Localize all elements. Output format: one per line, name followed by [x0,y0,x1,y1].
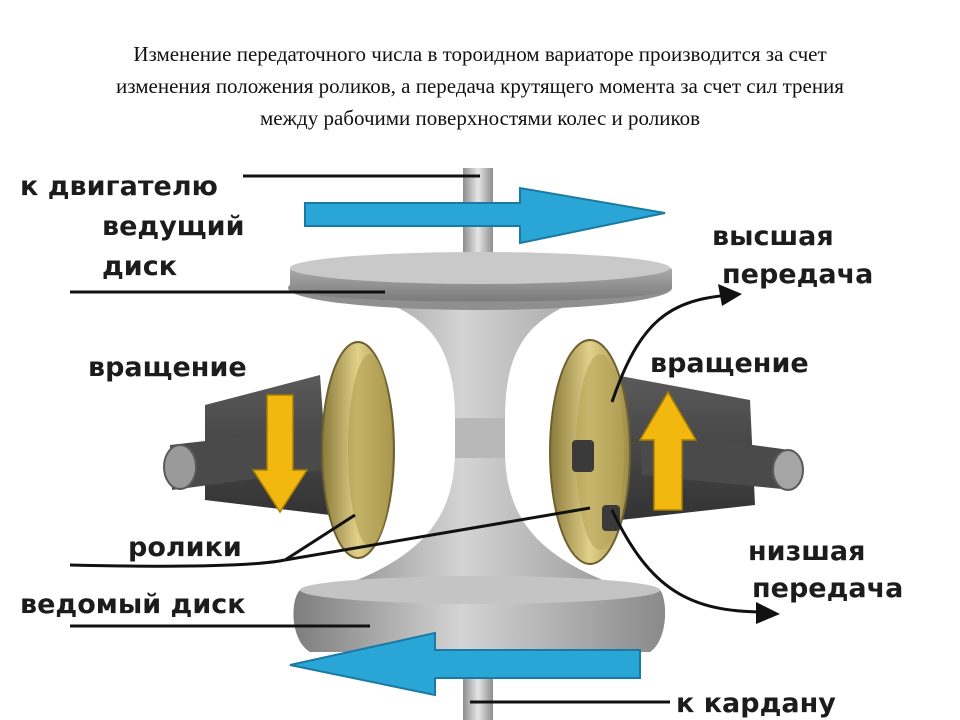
label-lower-gear-line1: низшая [748,536,866,567]
label-to-engine: к двигателю [20,171,218,202]
leader-rollers-left [284,513,356,562]
caption-line-1: Изменение передаточного числа в тороидно… [133,42,827,66]
right-bracket [615,375,804,520]
right-roller [549,339,631,565]
label-rollers: ролики [128,532,242,563]
left-bracket [163,375,330,515]
driven-disk [293,576,666,652]
label-driving-disk-line1: ведущий [102,211,245,242]
caption: Изменение передаточного числа в тороидно… [0,38,960,134]
leader-rollers-right [284,506,591,562]
input-flow-arrow [304,186,666,245]
label-higher-gear-line2: передача [722,259,873,290]
rotation-down-arrow [251,394,309,514]
output-flow-arrow [289,631,641,697]
caption-line-2: изменения положения роликов, а передача … [116,74,844,98]
label-rotation-left: вращение [88,352,247,383]
left-roller [321,341,395,559]
leader-rollers-base [69,558,286,568]
label-higher-gear-line1: высшая [712,221,834,252]
label-to-cardan: к кардану [676,688,836,719]
label-rotation-right: вращение [650,348,809,379]
higher-gear-curve [610,293,731,403]
label-driving-disk-line2: диск [102,251,177,282]
label-lower-gear-line2: передача [752,573,903,604]
caption-line-3: между рабочими поверхностями колес и рол… [259,106,701,130]
higher-gear-arrowhead [718,284,742,306]
rotation-up-arrow [638,390,698,511]
center-hub [455,418,505,458]
label-driven-disk: ведомый диск [20,589,246,620]
driving-disk [288,252,672,310]
lower-gear-curve [610,509,766,614]
lower-gear-arrowhead [756,602,780,624]
